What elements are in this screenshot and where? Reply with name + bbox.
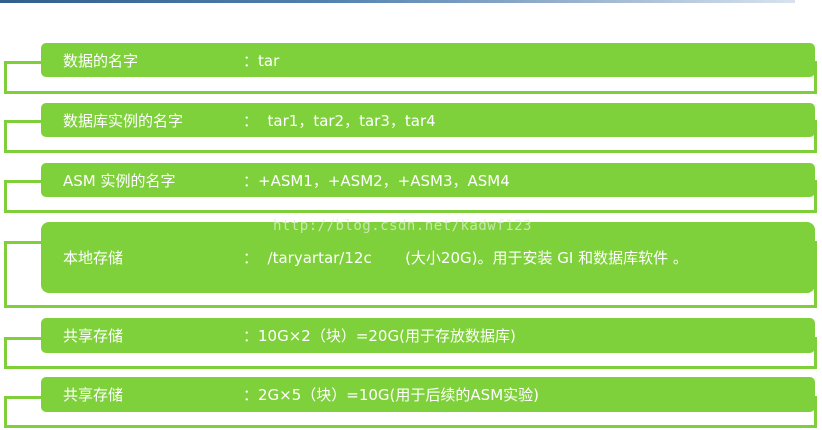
row-label: 数据的名字	[63, 51, 139, 70]
row-frame-5	[4, 337, 817, 369]
row-value: ：tar	[243, 51, 280, 70]
row-bar-1: 数据的名字 ：tar	[41, 43, 815, 77]
row-frame-6	[4, 396, 817, 428]
row-bar-3: ASM 实例的名字 ：+ASM1，+ASM2，+ASM3，ASM4	[41, 163, 815, 197]
row-bar-4: 本地存储 ： /taryartar/12c (大小20G)。用于安装 GI 和数…	[41, 222, 815, 293]
row-bar-5: 共享存储 ：10G×2（块）=20G(用于存放数据库)	[41, 318, 815, 353]
row-label: 本地存储	[63, 249, 124, 267]
row-label: ASM 实例的名字	[63, 171, 176, 190]
row-frame-4	[4, 241, 817, 308]
row-frame-3	[4, 180, 817, 213]
row-frame-1	[4, 61, 817, 94]
row-value: ：+ASM1，+ASM2，+ASM3，ASM4	[243, 171, 510, 190]
row-value: ：10G×2（块）=20G(用于存放数据库)	[243, 327, 516, 345]
row-frame-2	[4, 120, 817, 153]
row-label: 共享存储	[63, 386, 124, 404]
row-label: 数据库实例的名字	[63, 111, 184, 130]
row-value: ： tar1，tar2，tar3，tar4	[243, 111, 436, 130]
row-bar-2: 数据库实例的名字 ： tar1，tar2，tar3，tar4	[41, 103, 815, 137]
row-value: ： /taryartar/12c (大小20G)。用于安装 GI 和数据库软件 …	[243, 249, 688, 267]
top-rule	[0, 0, 795, 3]
watermark: http://blog.csdn.net/kadwf123	[273, 218, 532, 234]
row-label: 共享存储	[63, 327, 124, 345]
row-value: ：2G×5（块）=10G(用于后续的ASM实验)	[243, 386, 539, 404]
row-bar-6: 共享存储 ：2G×5（块）=10G(用于后续的ASM实验)	[41, 377, 815, 412]
